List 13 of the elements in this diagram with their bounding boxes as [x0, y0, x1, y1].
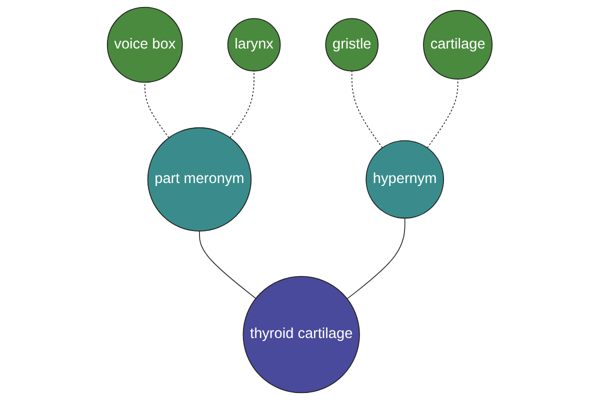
connector [144, 82, 170, 138]
node-circle: thyroid cartilage [243, 276, 360, 394]
connector [427, 78, 459, 148]
connector [346, 218, 406, 300]
node-circle: cartilage [423, 10, 493, 80]
connector [199, 230, 257, 299]
node-circle: part meronym [148, 127, 252, 232]
connector [230, 70, 255, 138]
node-circle: voice box [107, 6, 184, 83]
node-circle: larynx [228, 18, 281, 72]
node-circle: hypernym [366, 140, 444, 219]
connector [352, 70, 384, 148]
node-circle: gristle [325, 18, 379, 72]
